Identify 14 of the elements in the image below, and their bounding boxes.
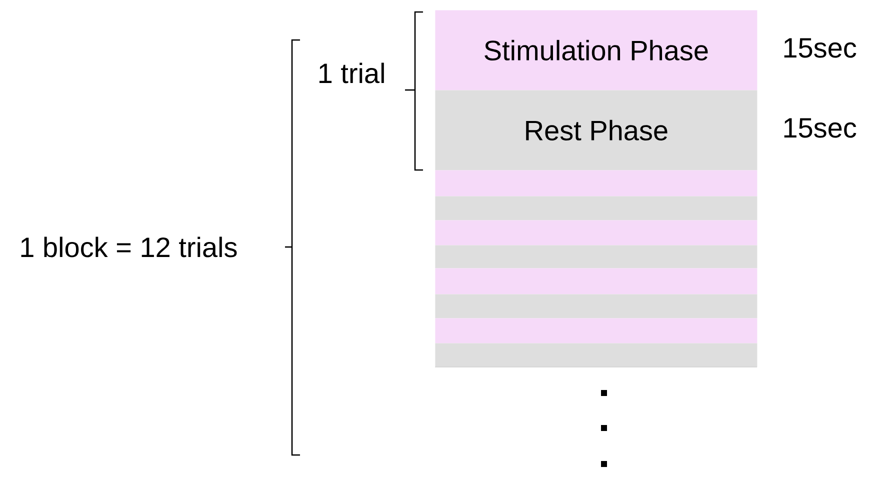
- bracket-label: 1 block = 12 trials: [21, 236, 237, 258]
- stripe-band: [435, 318, 758, 344]
- stripe-band: [435, 268, 758, 294]
- stripe-band: [435, 294, 758, 318]
- duration-label: 15sec: [784, 38, 856, 58]
- bracket-label: 1 trial: [319, 62, 384, 84]
- stripe-band: [435, 196, 758, 220]
- phase-band: Stimulation Phase: [435, 10, 758, 90]
- duration-label: 15sec: [784, 118, 856, 138]
- stripe-band: [435, 245, 758, 268]
- stripe-band: [435, 170, 758, 196]
- phase-band: Rest Phase: [435, 90, 758, 170]
- stripe-band: [435, 220, 758, 246]
- stripe-band: [435, 343, 758, 368]
